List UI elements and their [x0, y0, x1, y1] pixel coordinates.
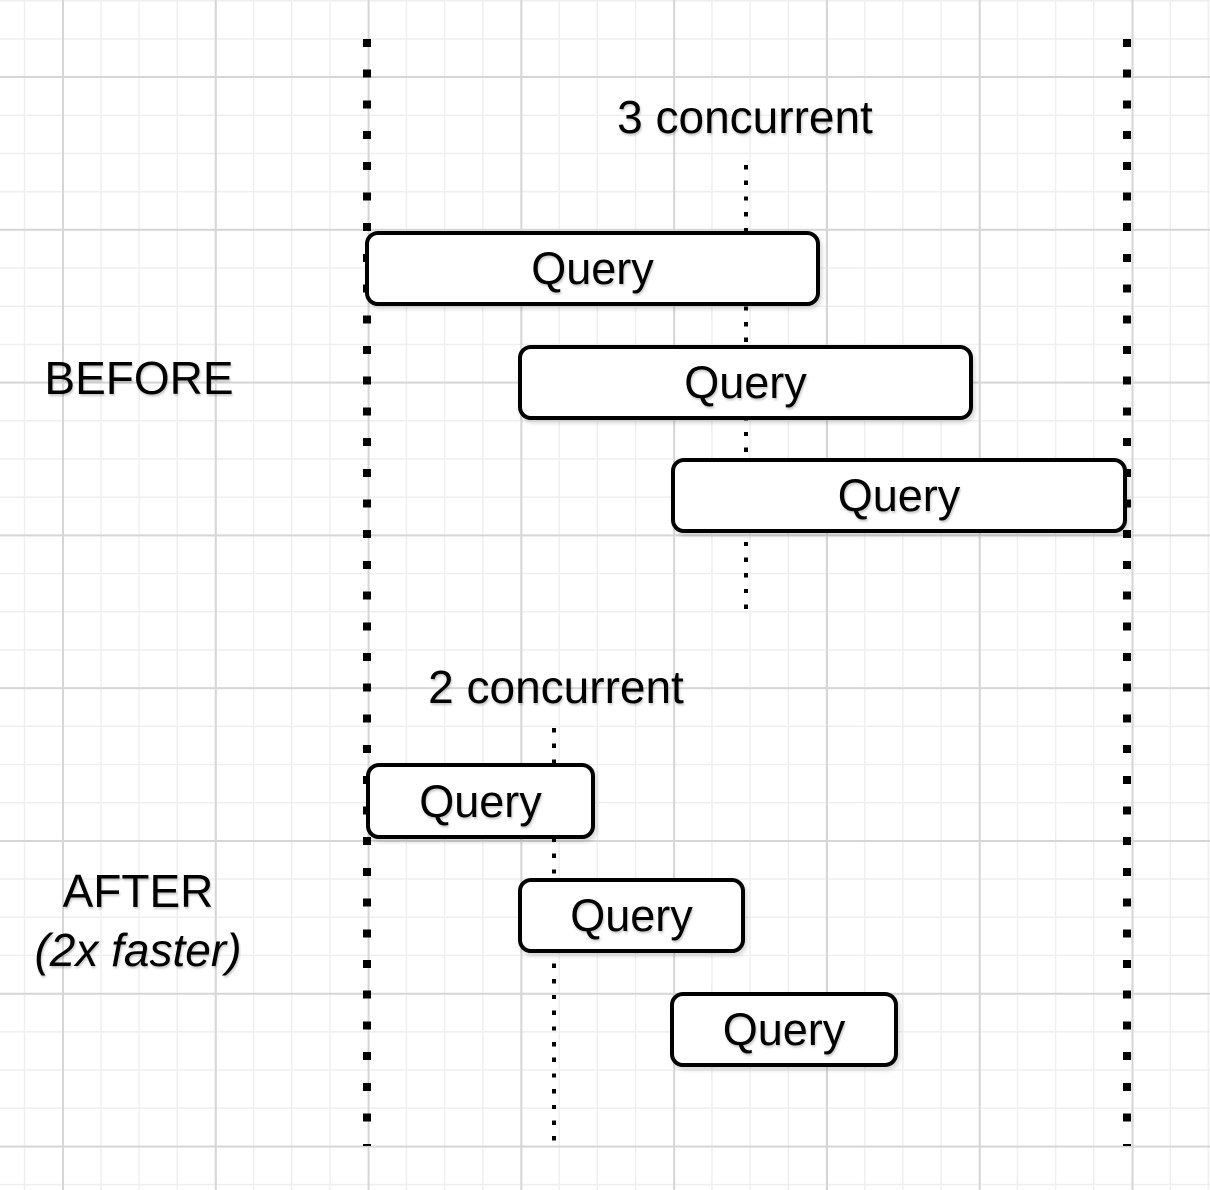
after-label-main: AFTER — [62, 865, 214, 917]
query-box-label: Query — [531, 243, 654, 294]
after-section-label: AFTER (2x faster) — [0, 862, 338, 980]
timeline-start-dashed-line — [363, 39, 371, 1146]
query-box-after-1: Query — [366, 763, 595, 839]
before-section-label: BEFORE — [44, 352, 234, 404]
query-box-after-2: Query — [518, 878, 745, 953]
query-box-label: Query — [570, 890, 693, 941]
query-box-label: Query — [722, 1004, 846, 1055]
query-box-before-3: Query — [671, 458, 1127, 533]
timeline-end-dashed-line — [1123, 39, 1131, 1146]
query-box-label: Query — [837, 470, 961, 521]
query-box-before-1: Query — [365, 231, 820, 306]
query-box-before-2: Query — [518, 345, 973, 420]
before-concurrency-annotation: 3 concurrent — [617, 91, 873, 143]
query-box-after-3: Query — [670, 992, 898, 1067]
after-concurrency-annotation: 2 concurrent — [428, 661, 684, 713]
query-box-label: Query — [419, 775, 542, 827]
query-box-label: Query — [684, 357, 807, 408]
after-label-sub: (2x faster) — [34, 924, 242, 976]
